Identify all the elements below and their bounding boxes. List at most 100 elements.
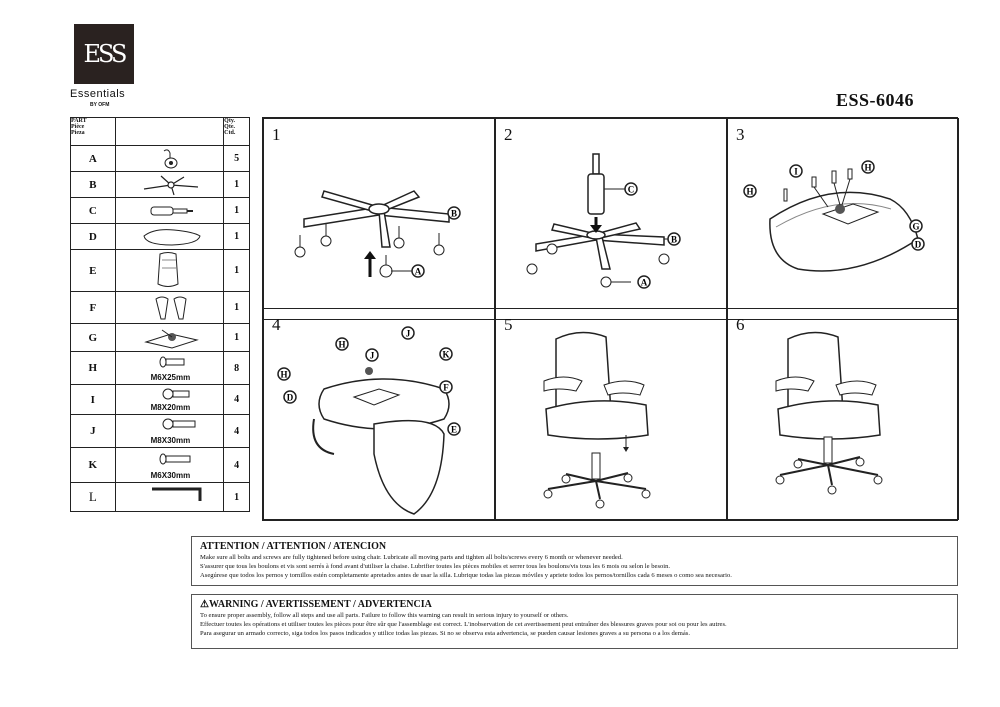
brand-logo <box>74 24 134 84</box>
part-qty: 1 <box>223 171 250 198</box>
screw-icon: M6X30mm <box>114 447 225 483</box>
table-row: K M6X30mm 4 <box>70 447 250 483</box>
step-panel-5: 5 <box>495 308 727 520</box>
table-row: C 1 <box>70 197 250 224</box>
part-column-header: PART Pièce Pieza <box>70 117 116 146</box>
part-letter: C <box>70 197 116 224</box>
assembly-steps: 1 A B <box>262 117 959 521</box>
table-row: D 1 <box>70 223 250 250</box>
step-2-illustration: C B A <box>526 153 681 289</box>
part-qty: 5 <box>223 145 250 172</box>
step-number: 2 <box>504 125 513 144</box>
part-letter: B <box>70 171 116 198</box>
attention-line-es: Asegúrese que todos los pernos y tornill… <box>200 572 732 580</box>
warning-line-en: To ensure proper assembly, follow all st… <box>200 612 569 619</box>
step-5-illustration <box>543 331 651 509</box>
step-panel-4: 4 H H J J K F D E <box>263 308 495 520</box>
brand-name: Essentials <box>70 88 126 100</box>
part-qty: 1 <box>223 291 250 324</box>
callout-label: H <box>746 187 753 197</box>
step-3-illustration: I H H G D <box>743 160 925 272</box>
callout-label: K <box>442 350 449 360</box>
part-letter: E <box>70 249 116 292</box>
callout-label: H <box>280 370 287 380</box>
caster-icon <box>114 145 225 172</box>
part-header-fr: Pièce <box>71 124 85 130</box>
step-1-illustration: A B <box>294 190 461 278</box>
table-row: J M8X30mm 4 <box>70 414 250 448</box>
bolt-icon: M8X30mm <box>114 414 225 448</box>
warning-notice: ⚠WARNING / AVERTISSEMENT / ADVERTENCIA T… <box>191 594 958 649</box>
part-qty: 1 <box>223 197 250 224</box>
parts-table: PART Pièce Pieza Qty. Qte. Ctd. A 5 B 1 … <box>70 117 250 512</box>
qty-header-fr: Qte. <box>224 124 235 130</box>
callout-label: A <box>415 267 422 277</box>
callout-label: B <box>451 209 457 219</box>
allen-key-icon <box>114 482 225 512</box>
step-number: 3 <box>736 125 745 144</box>
attention-line-en: Make sure all bolts and screws are fully… <box>200 554 623 561</box>
image-column-header <box>114 117 225 146</box>
callout-label: G <box>912 222 919 232</box>
callout-label: D <box>915 240 922 250</box>
step-number: 6 <box>736 315 745 334</box>
callout-label: F <box>443 383 449 393</box>
base-icon <box>114 171 225 198</box>
model-number: ESS-6046 <box>836 90 915 110</box>
step-panel-6: 6 <box>727 308 959 520</box>
step-4-illustration: H H J J K F D E <box>277 326 461 515</box>
step-6-illustration <box>775 331 883 495</box>
table-row: H M6X25mm 8 <box>70 351 250 385</box>
part-header-en: PART <box>71 118 87 124</box>
step-number: 4 <box>272 315 281 334</box>
brand-logo-text: ESS <box>83 40 128 68</box>
part-letter: I <box>70 384 116 415</box>
brand-subtitle: BY OFM <box>90 102 110 108</box>
warning-line-es: Para asegurar un armado correcto, siga t… <box>200 630 690 638</box>
gas-lift-icon <box>114 197 225 224</box>
callout-label: H <box>338 340 345 350</box>
part-spec: M8X30mm <box>150 436 191 445</box>
part-letter: A <box>70 145 116 172</box>
part-qty: 8 <box>223 351 250 385</box>
step-panel-3: 3 I H H G D <box>727 118 959 320</box>
warning-title: WARNING / AVERTISSEMENT / ADVERTENCIA <box>208 599 432 610</box>
step-panel-2: 2 C B A <box>495 118 727 320</box>
callout-label: A <box>641 278 648 288</box>
callout-label: I <box>794 167 798 177</box>
seat-icon <box>114 223 225 250</box>
part-header-es: Pieza <box>71 130 85 136</box>
callout-label: E <box>451 425 457 435</box>
part-qty: 4 <box>223 414 250 448</box>
part-qty: 1 <box>223 482 250 512</box>
table-row: L 1 <box>70 482 250 512</box>
armrests-icon <box>114 291 225 324</box>
part-spec: M6X30mm <box>150 471 191 480</box>
part-letter: J <box>70 414 116 448</box>
table-row: E 1 <box>70 249 250 292</box>
callout-label: D <box>287 393 294 403</box>
part-qty: 1 <box>223 223 250 250</box>
table-row: B 1 <box>70 171 250 198</box>
step-number: 5 <box>504 315 513 334</box>
part-letter: K <box>70 447 116 483</box>
step-number: 1 <box>272 125 281 144</box>
bolt-icon: M8X20mm <box>114 384 225 415</box>
part-letter: L <box>70 482 116 512</box>
screw-icon: M6X25mm <box>114 351 225 385</box>
part-qty: 4 <box>223 384 250 415</box>
parts-table-header: PART Pièce Pieza Qty. Qte. Ctd. <box>70 117 250 146</box>
attention-title: ATTENTION / ATTENTION / ATENCION <box>200 541 387 552</box>
callout-label: J <box>370 351 375 361</box>
table-row: G 1 <box>70 323 250 352</box>
warning-icon: ⚠ <box>200 599 209 610</box>
backrest-icon <box>114 249 225 292</box>
part-spec: M8X20mm <box>150 403 191 412</box>
part-letter: D <box>70 223 116 250</box>
qty-header-es: Ctd. <box>224 130 236 136</box>
callout-label: B <box>671 235 677 245</box>
qty-header-en: Qty. <box>224 118 236 124</box>
part-qty: 1 <box>223 249 250 292</box>
qty-column-header: Qty. Qte. Ctd. <box>223 117 250 146</box>
part-qty: 4 <box>223 447 250 483</box>
